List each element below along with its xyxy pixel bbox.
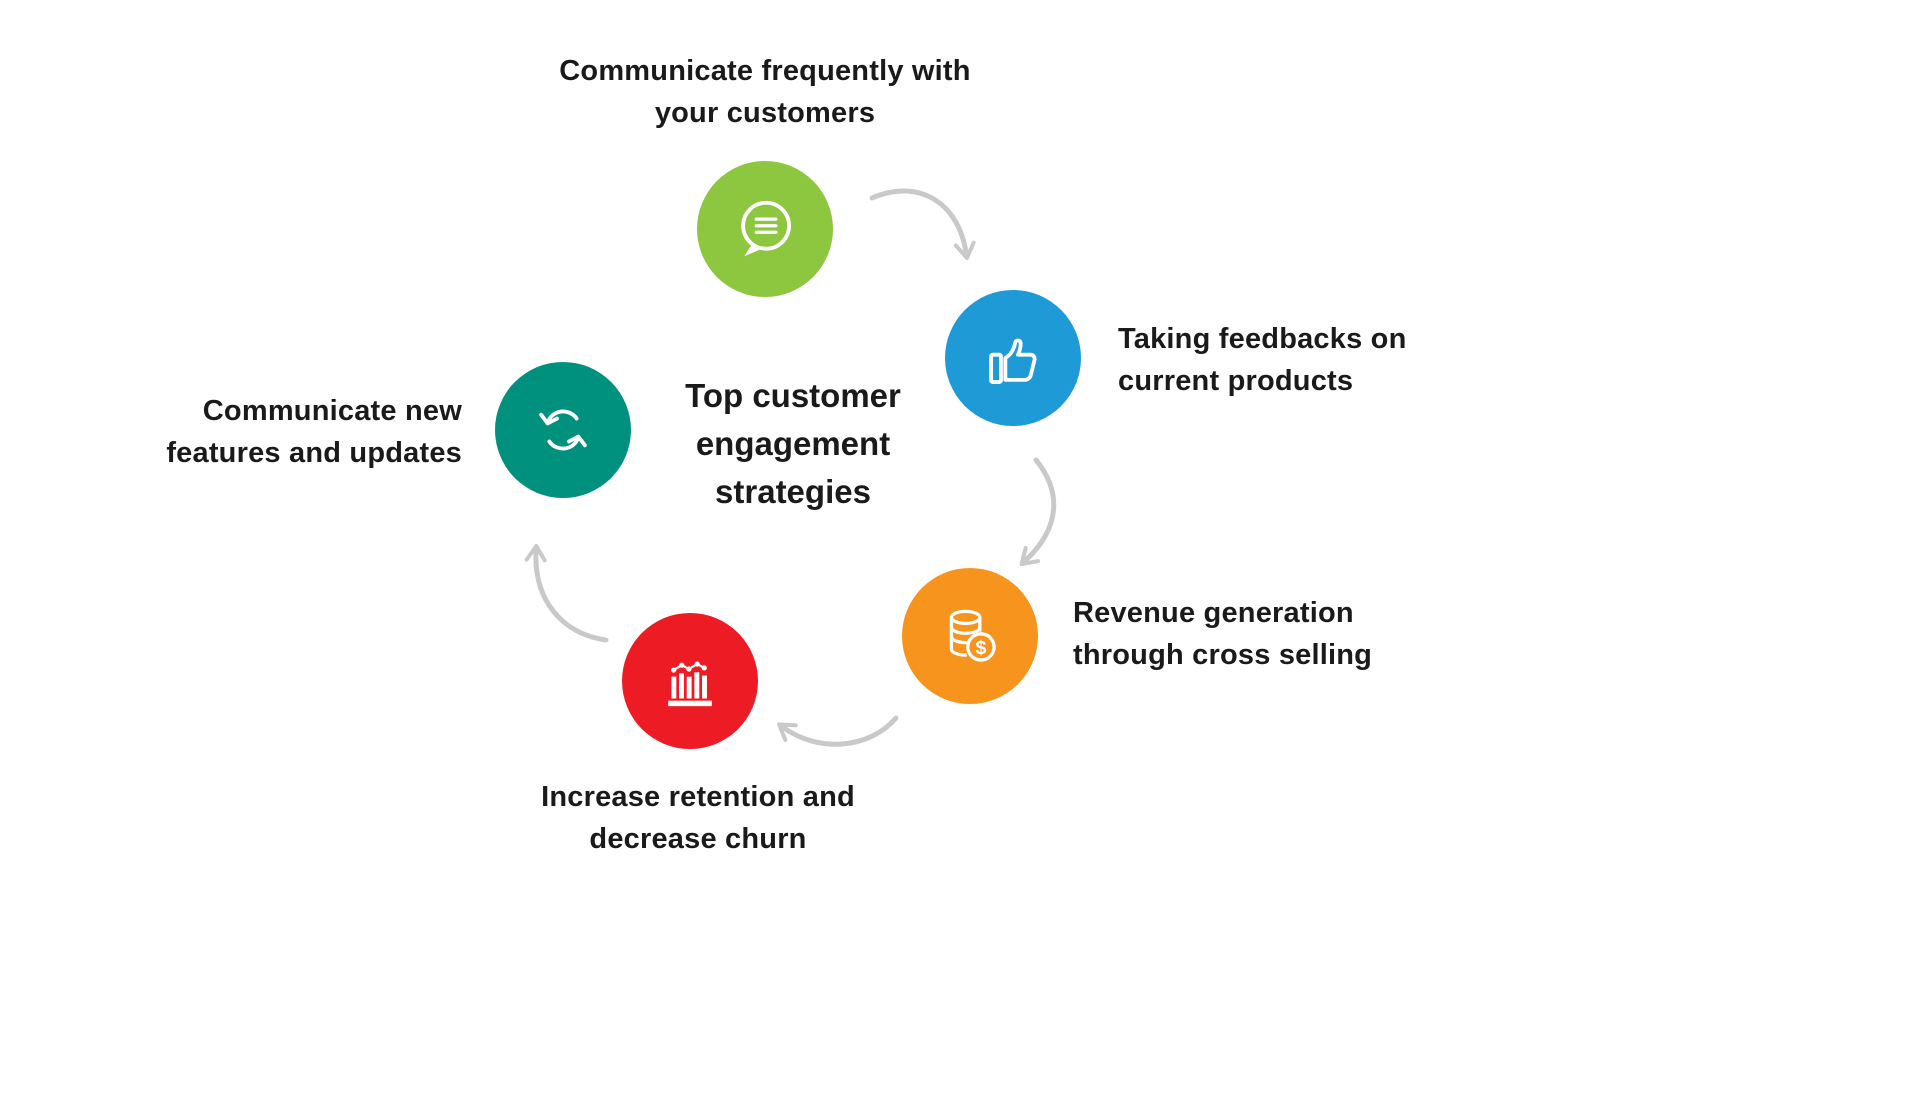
diagram-title: Top customer engagement strategies — [685, 377, 901, 510]
arrow-orange-to-red — [777, 715, 899, 747]
node-circle-taking-feedbacks — [945, 290, 1081, 426]
node-label-communicate-frequently: Communicate frequently with your custome… — [559, 55, 971, 129]
arrow-blue-to-orange — [1019, 457, 1057, 567]
node-label-communicate-new-features: Communicate new features and updates — [166, 395, 462, 469]
refresh-cycle-icon — [539, 409, 587, 451]
node-label-taking-feedbacks: Taking feedbacks on current products — [1118, 323, 1407, 397]
speech-bubble-icon — [741, 200, 791, 257]
node-circle-communicate-new-features — [495, 362, 631, 498]
arrow-red-to-teal — [524, 544, 609, 643]
node-label-increase-retention: Increase retention and decrease churn — [541, 781, 855, 855]
node-circle-increase-retention — [622, 613, 758, 749]
node-circle-revenue-generation: $ — [902, 568, 1038, 704]
coins-dollar-icon: $ — [949, 609, 996, 662]
bar-chart-icon — [668, 661, 712, 707]
thumbs-up-icon — [989, 338, 1037, 384]
svg-text:$: $ — [975, 637, 986, 659]
node-label-revenue-generation: Revenue generation through cross selling — [1073, 597, 1373, 671]
node-circle-communicate-frequently — [697, 161, 833, 297]
arrow-green-to-blue — [869, 188, 976, 260]
